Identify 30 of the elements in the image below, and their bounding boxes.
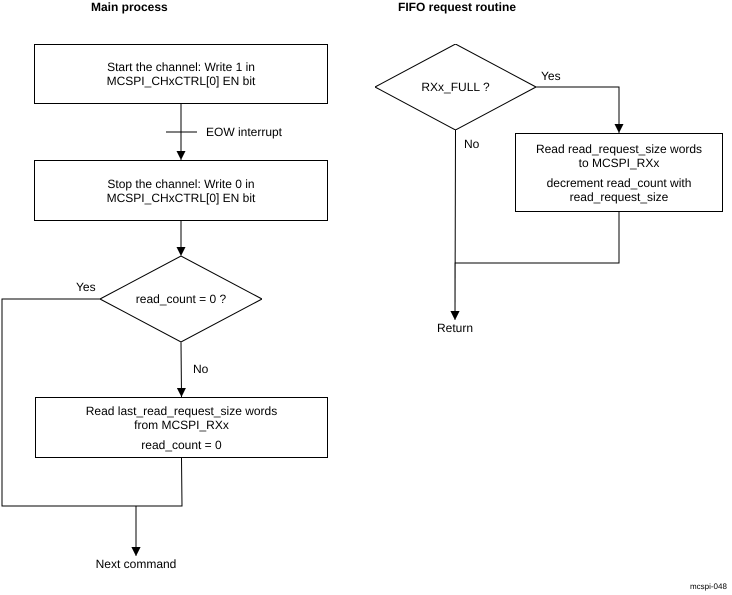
decision-text: RXx_FULL ? [420, 80, 491, 94]
terminal-label: Return [430, 320, 480, 336]
process-text: read_count = 0 [140, 438, 223, 452]
edge-label: No [464, 137, 480, 151]
arrow [176, 342, 186, 398]
decision-diamond [100, 256, 262, 342]
figure-id: mcspi-048 [690, 582, 727, 591]
section-heading: FIFO request routine [398, 0, 516, 14]
decision-diamond [375, 44, 536, 130]
arrow [2, 298, 140, 556]
arrow [536, 86, 624, 134]
edge-label: No [193, 362, 208, 376]
process-text: Start the channel: Write 1 in MCSPI_CHxCTRL[0] EN bit [106, 60, 256, 88]
arrow [450, 212, 620, 320]
process-text: Read last_read_request_size words from MCSPI_RXx [84, 404, 278, 432]
process-text: Read read_request_size words to MCSPI_RXx [535, 142, 703, 170]
process-box [34, 44, 328, 104]
terminal-label: Next command [86, 556, 186, 572]
process-box [34, 160, 328, 221]
edge-label: Yes [76, 280, 96, 294]
process-text: Stop the channel: Write 0 in MCSPI_CHxCTRL[0] EN bit [106, 176, 256, 204]
process-text: decrement read_count with read_request_size [546, 176, 692, 204]
arrow [176, 220, 186, 256]
edge-label: Yes [541, 69, 561, 83]
section-heading: Main process [91, 0, 168, 14]
decision-text: read_count = 0 ? [134, 292, 228, 306]
arrow [176, 104, 186, 160]
process-box [35, 397, 328, 458]
edge-label: EOW interrupt [206, 125, 282, 139]
process-box [515, 133, 723, 212]
